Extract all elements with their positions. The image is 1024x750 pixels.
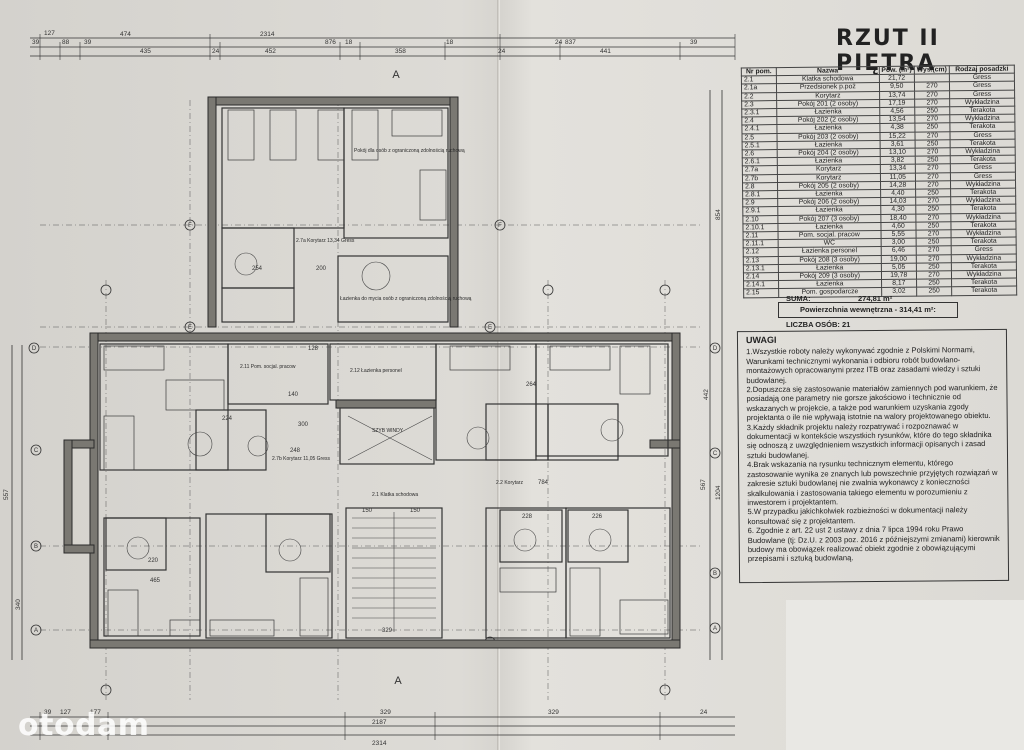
- dim-top-12: 88: [62, 39, 70, 46]
- room-label-elevator: SZYB WINDY: [372, 428, 404, 434]
- dim-top-2: 876: [325, 39, 336, 46]
- dim-inner-8: 329: [382, 628, 393, 634]
- axis-b-left: B: [34, 544, 38, 550]
- note-item: 3.Każdy składnik projektu należy rozpatr…: [746, 420, 992, 460]
- dim-inner-0: 200: [316, 266, 327, 272]
- axis-b-right: B: [713, 571, 717, 577]
- table-cell: Terakota: [951, 286, 1017, 296]
- note-item: 5.W przypadku jakichkolwiek rozbieżności…: [747, 505, 968, 526]
- dim-top-16: 24: [555, 39, 563, 46]
- axis-c-left: C: [34, 448, 39, 454]
- dim-top-7: 452: [265, 48, 276, 55]
- axis-e-left: E: [188, 325, 192, 331]
- col-header: Pow. (m²): [878, 66, 915, 75]
- axis-a-left: A: [34, 628, 38, 634]
- axis-d-right: D: [713, 346, 718, 352]
- dim-top-11: 39: [32, 39, 40, 46]
- note-item: 1.Wszystkie roboty należy wykonywać zgod…: [746, 345, 981, 385]
- col-header: Nr pom.: [741, 67, 777, 77]
- dim-inner-9: 128: [308, 346, 319, 352]
- dim-top-3: 837: [565, 39, 576, 46]
- room-label-accessible-room: Pokój dla osób z ograniczoną zdolnością …: [354, 148, 465, 154]
- dim-right-3: 1204: [715, 485, 722, 500]
- table-cell: 2.15: [743, 289, 779, 298]
- dim-right-2: 442: [703, 389, 710, 400]
- dim-top-5: 435: [140, 48, 151, 55]
- dim-total-bottom: 2314: [372, 740, 387, 747]
- dim-bottom-1: 2187: [372, 719, 387, 726]
- section-mark-bottom: A: [394, 675, 402, 687]
- dim-left-1: 557: [3, 489, 10, 500]
- axis-c-right: C: [713, 451, 718, 457]
- note-item: 4.Brak wskazania na rysunku technicznym …: [747, 458, 998, 508]
- room-schedule-table: Nr pom. Nazwa Pow. (m²) Wys.(cm) Rodzaj …: [741, 65, 1017, 299]
- dim-top-14: 18: [345, 39, 353, 46]
- dim-inner-12: 228: [522, 514, 533, 520]
- notes-box: UWAGI 1.Wszystkie roboty należy wykonywa…: [736, 328, 1010, 584]
- room-label-staff-room: 2.11 Pom. socjal. pracow: [240, 364, 296, 370]
- dim-top-15: 18: [446, 39, 454, 46]
- table-cell: 250: [916, 287, 952, 296]
- dim-inner-2: 224: [222, 416, 233, 422]
- col-header: Wys.(cm): [914, 65, 950, 75]
- dim-top-17: 39: [690, 39, 698, 46]
- dim-inner-5: 220: [148, 558, 159, 564]
- dim-inner-10: 140: [288, 392, 299, 398]
- dim-inner-4: 248: [290, 448, 301, 454]
- room-label-stairs: 2.1 Klatka schodowa: [372, 492, 418, 498]
- note-item: 2.Dopuszcza się zastosowanie materiałów …: [746, 382, 998, 423]
- paper-fold: [497, 0, 500, 750]
- dim-top-6: 24: [212, 48, 220, 55]
- dim-bottom-4: 329: [380, 709, 391, 716]
- room-label-staff-bath: 2.12 Łazienka personel: [350, 368, 402, 374]
- note-item: 6. Zgodnie z art. 22 ust 2 ustawy z dnia…: [747, 524, 1000, 564]
- building-outline: [63, 96, 681, 649]
- dim-inner-13: 264: [526, 382, 537, 388]
- dim-inner-7: 150: [410, 508, 421, 514]
- room-label-accessible-bath: Łazienka do mycia osób z ograniczoną zdo…: [340, 296, 472, 302]
- dim-top-13: 39: [84, 39, 92, 46]
- notes-heading: UWAGI: [745, 334, 777, 346]
- internal-area-box: Powierzchnia wewnętrzna - 314,41 m²:: [778, 302, 958, 318]
- room-label-corridor-7a: 2.7a Korytarz 13,34 Gress: [296, 238, 355, 244]
- axis-e-right: E: [488, 325, 492, 331]
- dim-top-9: 24: [498, 48, 506, 55]
- dim-inner-14: 465: [150, 578, 161, 584]
- dim-inner-11: 784: [538, 480, 549, 486]
- col-header: Rodzaj posadzki: [949, 65, 1015, 74]
- dim-bottom-3: 177: [90, 709, 101, 716]
- watermark-logo: otodam: [18, 708, 150, 743]
- axis-a-right: A: [713, 626, 717, 632]
- dim-bottom-2: 127: [60, 709, 71, 716]
- axis-d-left: D: [32, 346, 37, 352]
- section-mark-top: A: [392, 69, 400, 81]
- dim-top-1: 474: [120, 31, 131, 38]
- axis-f-left: F: [188, 223, 192, 229]
- dim-right-1: 854: [715, 209, 722, 220]
- dim-inner-1: 254: [252, 266, 263, 272]
- dim-top-10: 441: [600, 48, 611, 55]
- dim-bottom-7: 24: [700, 709, 708, 716]
- dim-inner-6: 150: [362, 508, 373, 514]
- people-count: LICZBA OSÓB: 21: [786, 320, 851, 329]
- dim-inner-3: 300: [298, 422, 309, 428]
- dim-bottom-6: 39: [44, 709, 52, 716]
- page-title: RZUT II PIĘTRA: [836, 26, 940, 76]
- dim-bottom-5: 329: [548, 709, 559, 716]
- dim-total-top: 2314: [260, 31, 275, 38]
- room-label-corridor-7b: 2.7b Korytarz 11,05 Gress: [272, 456, 330, 462]
- axis-f-right: F: [498, 223, 502, 229]
- sum-value: 274,81 m²: [858, 294, 893, 303]
- dim-top-4: 127: [44, 30, 55, 37]
- second-paper-sheet: [786, 600, 1024, 750]
- dim-top-8: 358: [395, 48, 406, 55]
- dim-inner-15: 226: [592, 514, 603, 520]
- sum-label: SUMA:: [786, 294, 811, 303]
- room-label-corridor-2: 2.2 Korytarz: [496, 480, 523, 486]
- dim-left-2: 340: [15, 599, 22, 610]
- dim-right-4: 567: [700, 479, 707, 490]
